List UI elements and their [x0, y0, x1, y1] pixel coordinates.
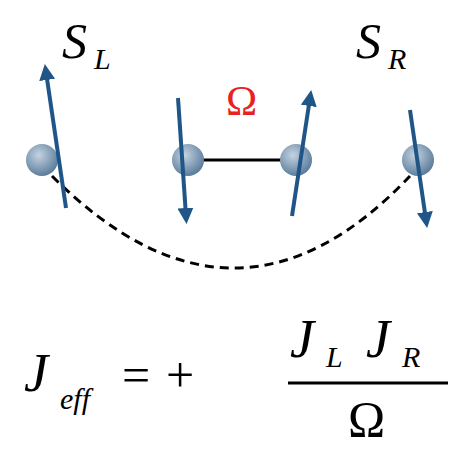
bond-energy: Ω — [348, 394, 385, 444]
spin-arrow — [410, 110, 426, 220]
equals-sign: = — [122, 350, 150, 400]
spin-symbol: S — [356, 16, 381, 66]
spin-arrow — [178, 98, 186, 216]
bond-line — [188, 159, 296, 162]
spin-arrow — [46, 72, 66, 208]
effective-coupling-curve — [52, 176, 410, 268]
spin-subscript: R — [388, 44, 406, 74]
coupling-subscript: eff — [60, 384, 90, 414]
coupling-subscript: R — [402, 342, 420, 372]
spin-site — [280, 144, 312, 176]
fraction-bar — [288, 382, 448, 385]
plus-sign: + — [166, 350, 194, 400]
coupling-symbol: J — [24, 346, 48, 400]
spin-site — [172, 144, 204, 176]
spin-symbol: S — [62, 16, 87, 66]
coupling-subscript: L — [326, 342, 343, 372]
coupling-symbol: J — [366, 312, 390, 366]
bond-energy: Ω — [226, 80, 257, 122]
coupling-symbol: J — [290, 312, 314, 366]
spin-subscript: L — [94, 44, 111, 74]
spin-site — [26, 144, 58, 176]
spin-arrow — [292, 98, 310, 216]
